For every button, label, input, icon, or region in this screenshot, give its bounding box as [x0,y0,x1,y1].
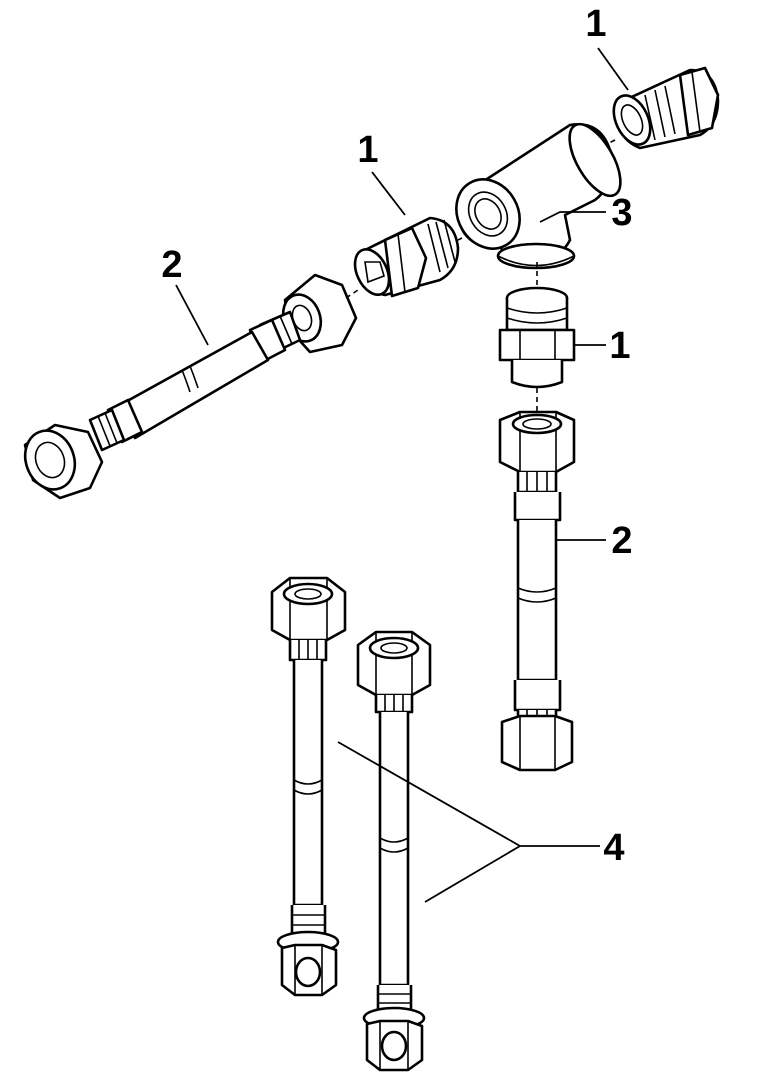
callout-1-vertical: 1 [609,325,630,367]
nipple-part-middle [353,216,460,298]
callout-labels: 1 1 1 2 2 3 4 [161,3,632,869]
leader-line-1-top-right [597,47,629,91]
t-piece-part [455,122,622,270]
callout-1-middle: 1 [357,129,378,171]
leader-lines [175,47,629,903]
leader-line-3 [539,211,606,223]
nipple-part-top-right [612,66,720,150]
callout-2-vertical: 2 [611,520,632,562]
callout-3: 3 [611,192,632,234]
assembly-axis-line [345,289,359,299]
hose-part-diagonal [23,273,358,500]
leader-line-4 [337,741,600,903]
leader-line-2-diagonal [175,284,209,346]
hose-part-vertical [498,410,576,772]
hose-part-right-4 [356,630,432,1072]
leader-line-1-middle [371,171,406,216]
callout-1-top-right: 1 [585,3,606,45]
hose-part-left-4 [270,576,347,997]
callout-4: 4 [603,827,624,869]
assembly-axis-line [604,139,616,146]
nipple-part-vertical [498,286,576,389]
assembly-axis-line [457,237,463,241]
callout-2-diagonal: 2 [161,244,182,286]
